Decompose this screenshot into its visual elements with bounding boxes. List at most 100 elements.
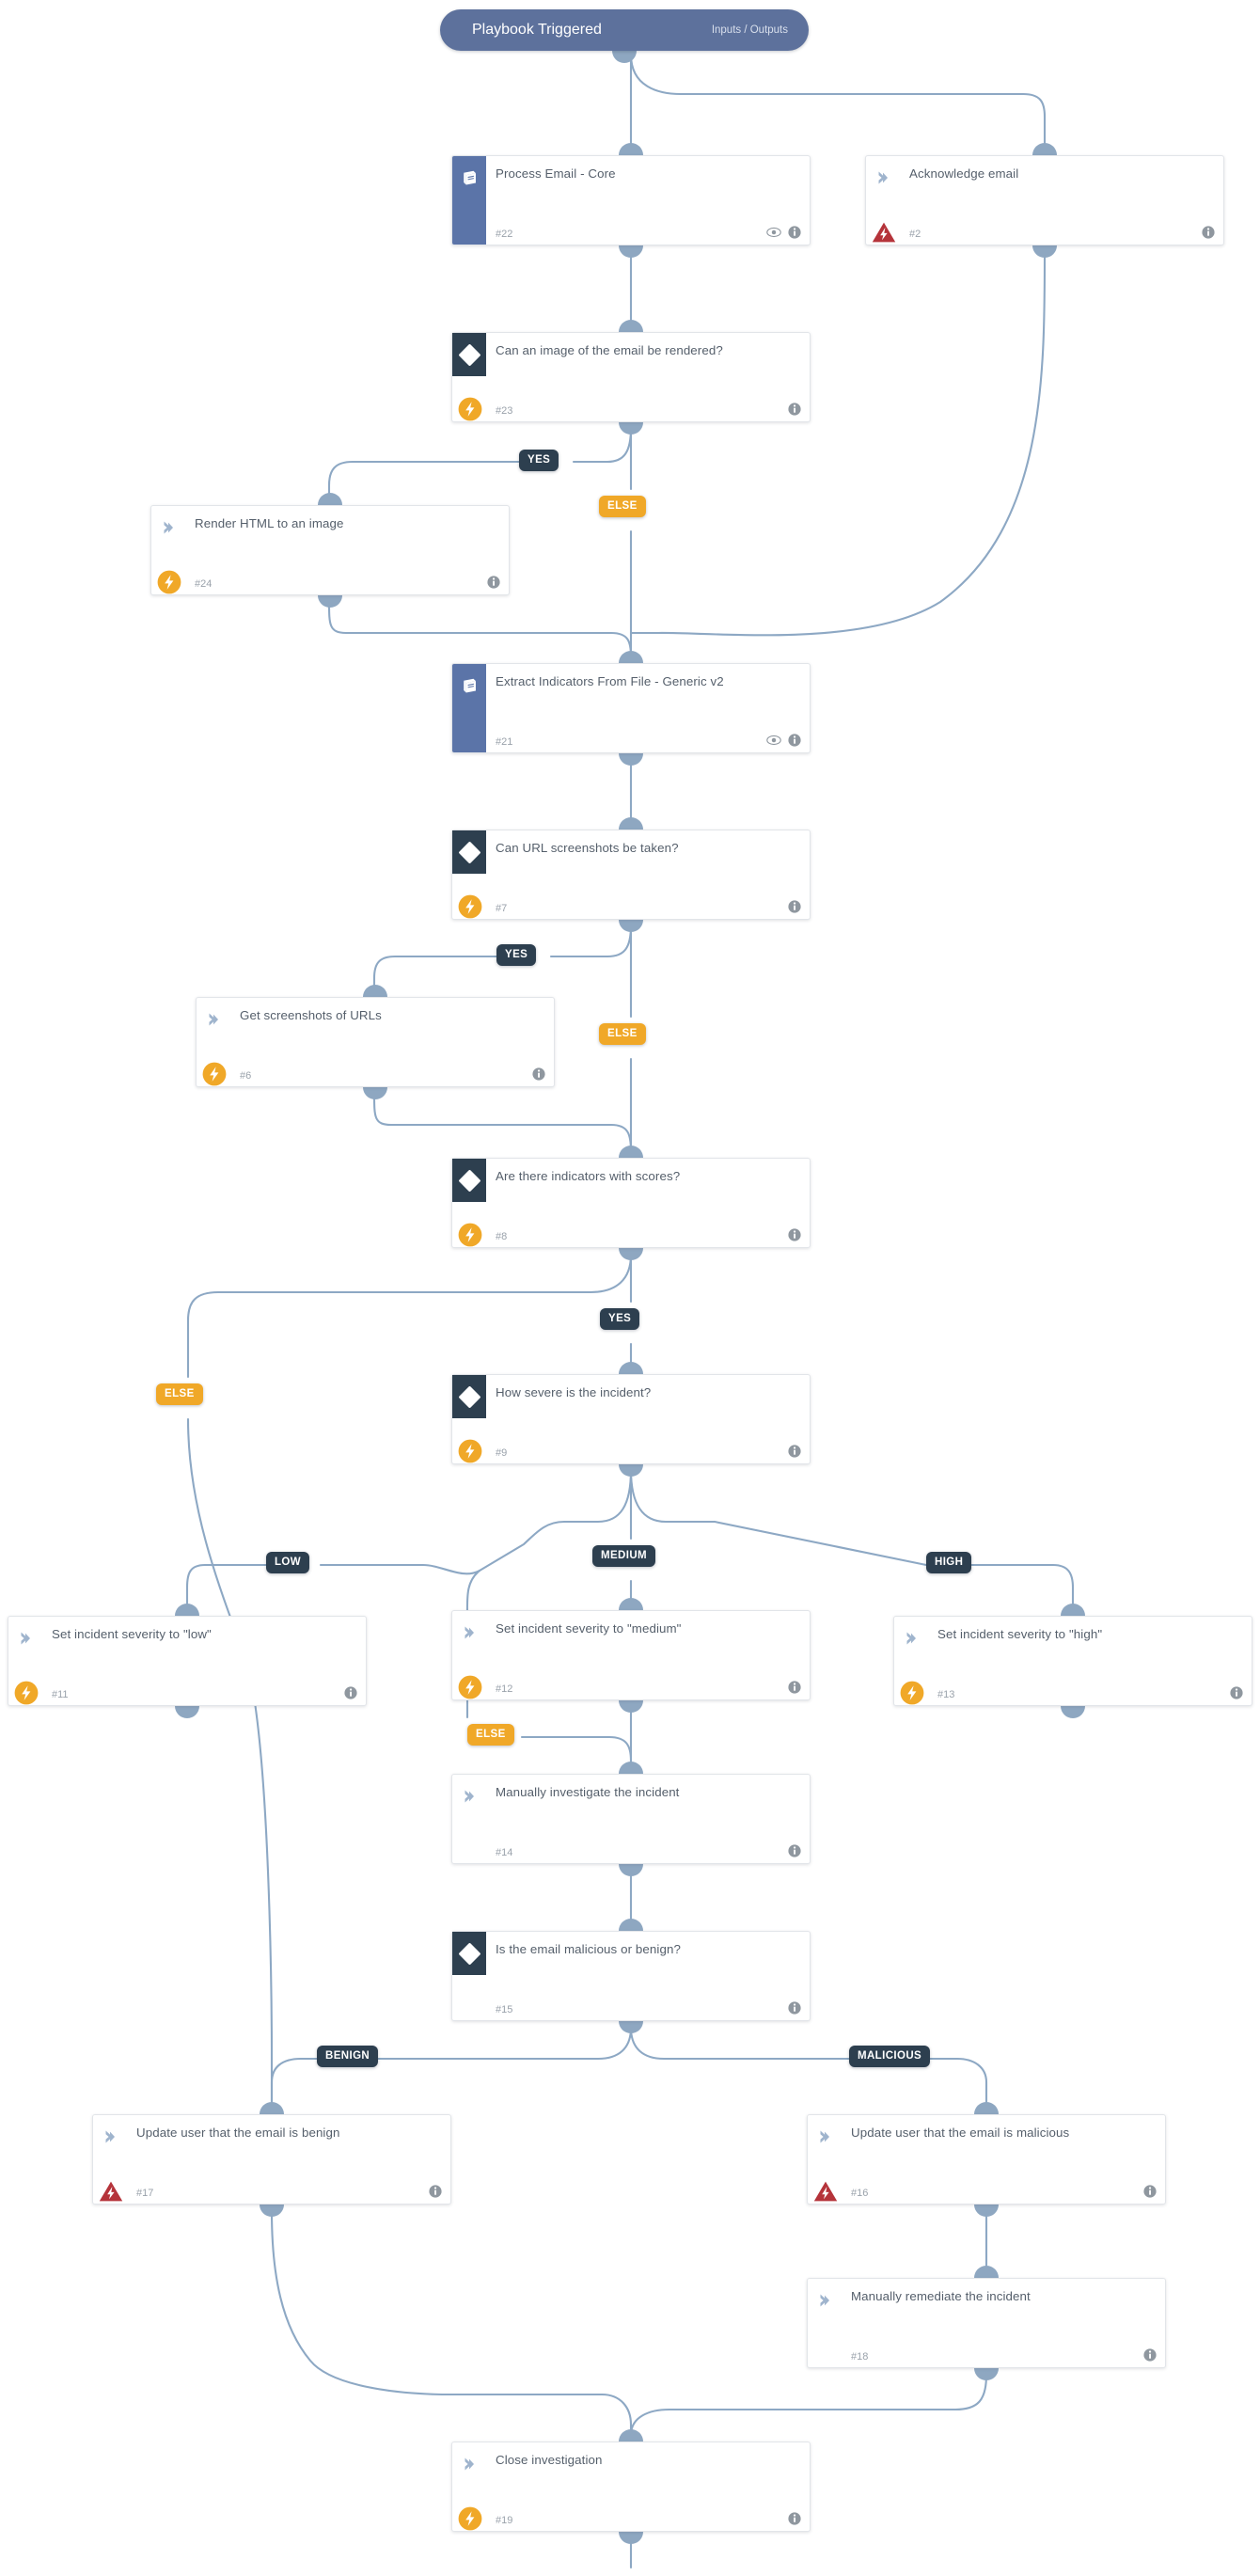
connector-port[interactable] (619, 1248, 643, 1260)
connector-port[interactable] (363, 985, 387, 997)
info-icon[interactable] (788, 1445, 801, 1458)
info-icon[interactable] (788, 900, 801, 913)
connector-port[interactable] (619, 651, 643, 663)
connector-port[interactable] (619, 1464, 643, 1477)
info-icon[interactable] (788, 2001, 801, 2015)
node-can-image-be-rendered[interactable]: Can an image of the email be rendered?#2… (451, 332, 811, 422)
info-icon[interactable] (344, 1686, 357, 1699)
node-footer-actions[interactable] (487, 576, 500, 589)
info-icon[interactable] (1202, 226, 1215, 239)
connector-port[interactable] (260, 2102, 284, 2114)
connector-port[interactable] (619, 143, 643, 155)
connector-port[interactable] (175, 1604, 199, 1616)
node-footer-actions[interactable] (788, 403, 801, 416)
connector-port[interactable] (612, 51, 637, 63)
connector-port[interactable] (974, 2102, 999, 2114)
info-icon[interactable] (788, 1228, 801, 1241)
info-icon[interactable] (788, 1844, 801, 1857)
node-footer-actions[interactable] (344, 1686, 357, 1699)
node-process-email-core[interactable]: Process Email - Core#22 (451, 155, 811, 245)
info-icon[interactable] (487, 576, 500, 589)
node-footer-actions[interactable] (788, 1681, 801, 1694)
branch-label-yes-render-image[interactable]: YES (519, 450, 559, 471)
inputs-outputs-link[interactable]: Inputs / Outputs (711, 24, 788, 36)
connector-port[interactable] (318, 493, 342, 505)
connector-port[interactable] (619, 1864, 643, 1876)
node-set-severity-medium[interactable]: Set incident severity to "medium"#12 (451, 1610, 811, 1700)
branch-label-high-severity[interactable]: HIGH (926, 1552, 972, 1573)
connector-port[interactable] (974, 2368, 999, 2380)
node-close-investigation[interactable]: Close investigation#19 (451, 2442, 811, 2532)
connector-port[interactable] (619, 1919, 643, 1931)
node-footer-actions[interactable] (1143, 2348, 1157, 2362)
branch-label-benign-branch[interactable]: BENIGN (317, 2046, 379, 2067)
connector-port[interactable] (974, 2205, 999, 2217)
info-icon[interactable] (788, 226, 801, 239)
connector-port[interactable] (1032, 245, 1057, 258)
node-how-severe-is-the-incident[interactable]: How severe is the incident?#9 (451, 1374, 811, 1464)
info-icon[interactable] (532, 1067, 545, 1081)
connector-port[interactable] (175, 1706, 199, 1718)
branch-label-else-medium[interactable]: ELSE (467, 1724, 514, 1746)
connector-port[interactable] (619, 1762, 643, 1774)
connector-port[interactable] (318, 595, 342, 608)
node-are-there-indicators-with-scores[interactable]: Are there indicators with scores?#8 (451, 1158, 811, 1248)
branch-label-malicious-branch[interactable]: MALICIOUS (849, 2046, 931, 2067)
connector-port[interactable] (619, 2021, 643, 2033)
info-icon[interactable] (788, 403, 801, 416)
node-set-severity-low[interactable]: Set incident severity to "low"#11 (8, 1616, 367, 1706)
branch-label-else-render-image[interactable]: ELSE (599, 496, 646, 517)
node-footer-actions[interactable] (766, 226, 801, 239)
info-icon[interactable] (1143, 2348, 1157, 2362)
node-update-user-email-malicious[interactable]: Update user that the email is malicious#… (807, 2114, 1166, 2205)
connector-port[interactable] (619, 320, 643, 332)
connector-port[interactable] (619, 1146, 643, 1158)
connector-port[interactable] (619, 1598, 643, 1610)
branch-label-yes-url-screens[interactable]: YES (496, 944, 537, 966)
info-icon[interactable] (1143, 2185, 1157, 2198)
branch-label-low-severity[interactable]: LOW (266, 1552, 310, 1573)
node-set-severity-high[interactable]: Set incident severity to "high"#13 (893, 1616, 1252, 1706)
info-icon[interactable] (788, 734, 801, 747)
info-icon[interactable] (788, 2512, 801, 2525)
node-footer-actions[interactable] (788, 1445, 801, 1458)
node-footer-actions[interactable] (532, 1067, 545, 1081)
connector-port[interactable] (619, 817, 643, 830)
connector-port[interactable] (619, 920, 643, 932)
node-is-the-email-malicious-or-benign[interactable]: Is the email malicious or benign?#15 (451, 1931, 811, 2021)
playbook-triggered-node[interactable]: Playbook Triggered Inputs / Outputs (440, 9, 809, 51)
node-footer-actions[interactable] (788, 1844, 801, 1857)
connector-port[interactable] (363, 1087, 387, 1099)
node-footer-actions[interactable] (1143, 2185, 1157, 2198)
connector-port[interactable] (619, 1700, 643, 1713)
node-footer-actions[interactable] (788, 900, 801, 913)
node-footer-actions[interactable] (788, 2512, 801, 2525)
node-manually-remediate-the-incident[interactable]: Manually remediate the incident#18 (807, 2278, 1166, 2368)
connector-port[interactable] (1061, 1604, 1085, 1616)
preview-eye-icon[interactable] (766, 735, 781, 746)
connector-port[interactable] (1032, 143, 1057, 155)
node-footer-actions[interactable] (788, 2001, 801, 2015)
branch-label-yes-scores[interactable]: YES (600, 1308, 640, 1330)
info-icon[interactable] (1230, 1686, 1243, 1699)
node-footer-actions[interactable] (1230, 1686, 1243, 1699)
connector-port[interactable] (619, 422, 643, 435)
node-acknowledge-email[interactable]: Acknowledge email#2 (865, 155, 1224, 245)
node-render-html-to-image[interactable]: Render HTML to an image#24 (150, 505, 510, 595)
node-footer-actions[interactable] (766, 734, 801, 747)
preview-eye-icon[interactable] (766, 227, 781, 238)
node-footer-actions[interactable] (788, 1228, 801, 1241)
node-can-url-screenshots-be-taken[interactable]: Can URL screenshots be taken?#7 (451, 830, 811, 920)
connector-port[interactable] (260, 2205, 284, 2217)
branch-label-else-scores[interactable]: ELSE (156, 1383, 203, 1405)
node-update-user-email-benign[interactable]: Update user that the email is benign#17 (92, 2114, 451, 2205)
branch-label-medium-severity[interactable]: MEDIUM (592, 1545, 656, 1567)
connector-port[interactable] (619, 1362, 643, 1374)
connector-port[interactable] (619, 245, 643, 258)
node-footer-actions[interactable] (1202, 226, 1215, 239)
node-manually-investigate-the-incident[interactable]: Manually investigate the incident#14 (451, 1774, 811, 1864)
connector-port[interactable] (974, 2266, 999, 2278)
connector-port[interactable] (619, 2532, 643, 2544)
connector-port[interactable] (1061, 1706, 1085, 1718)
